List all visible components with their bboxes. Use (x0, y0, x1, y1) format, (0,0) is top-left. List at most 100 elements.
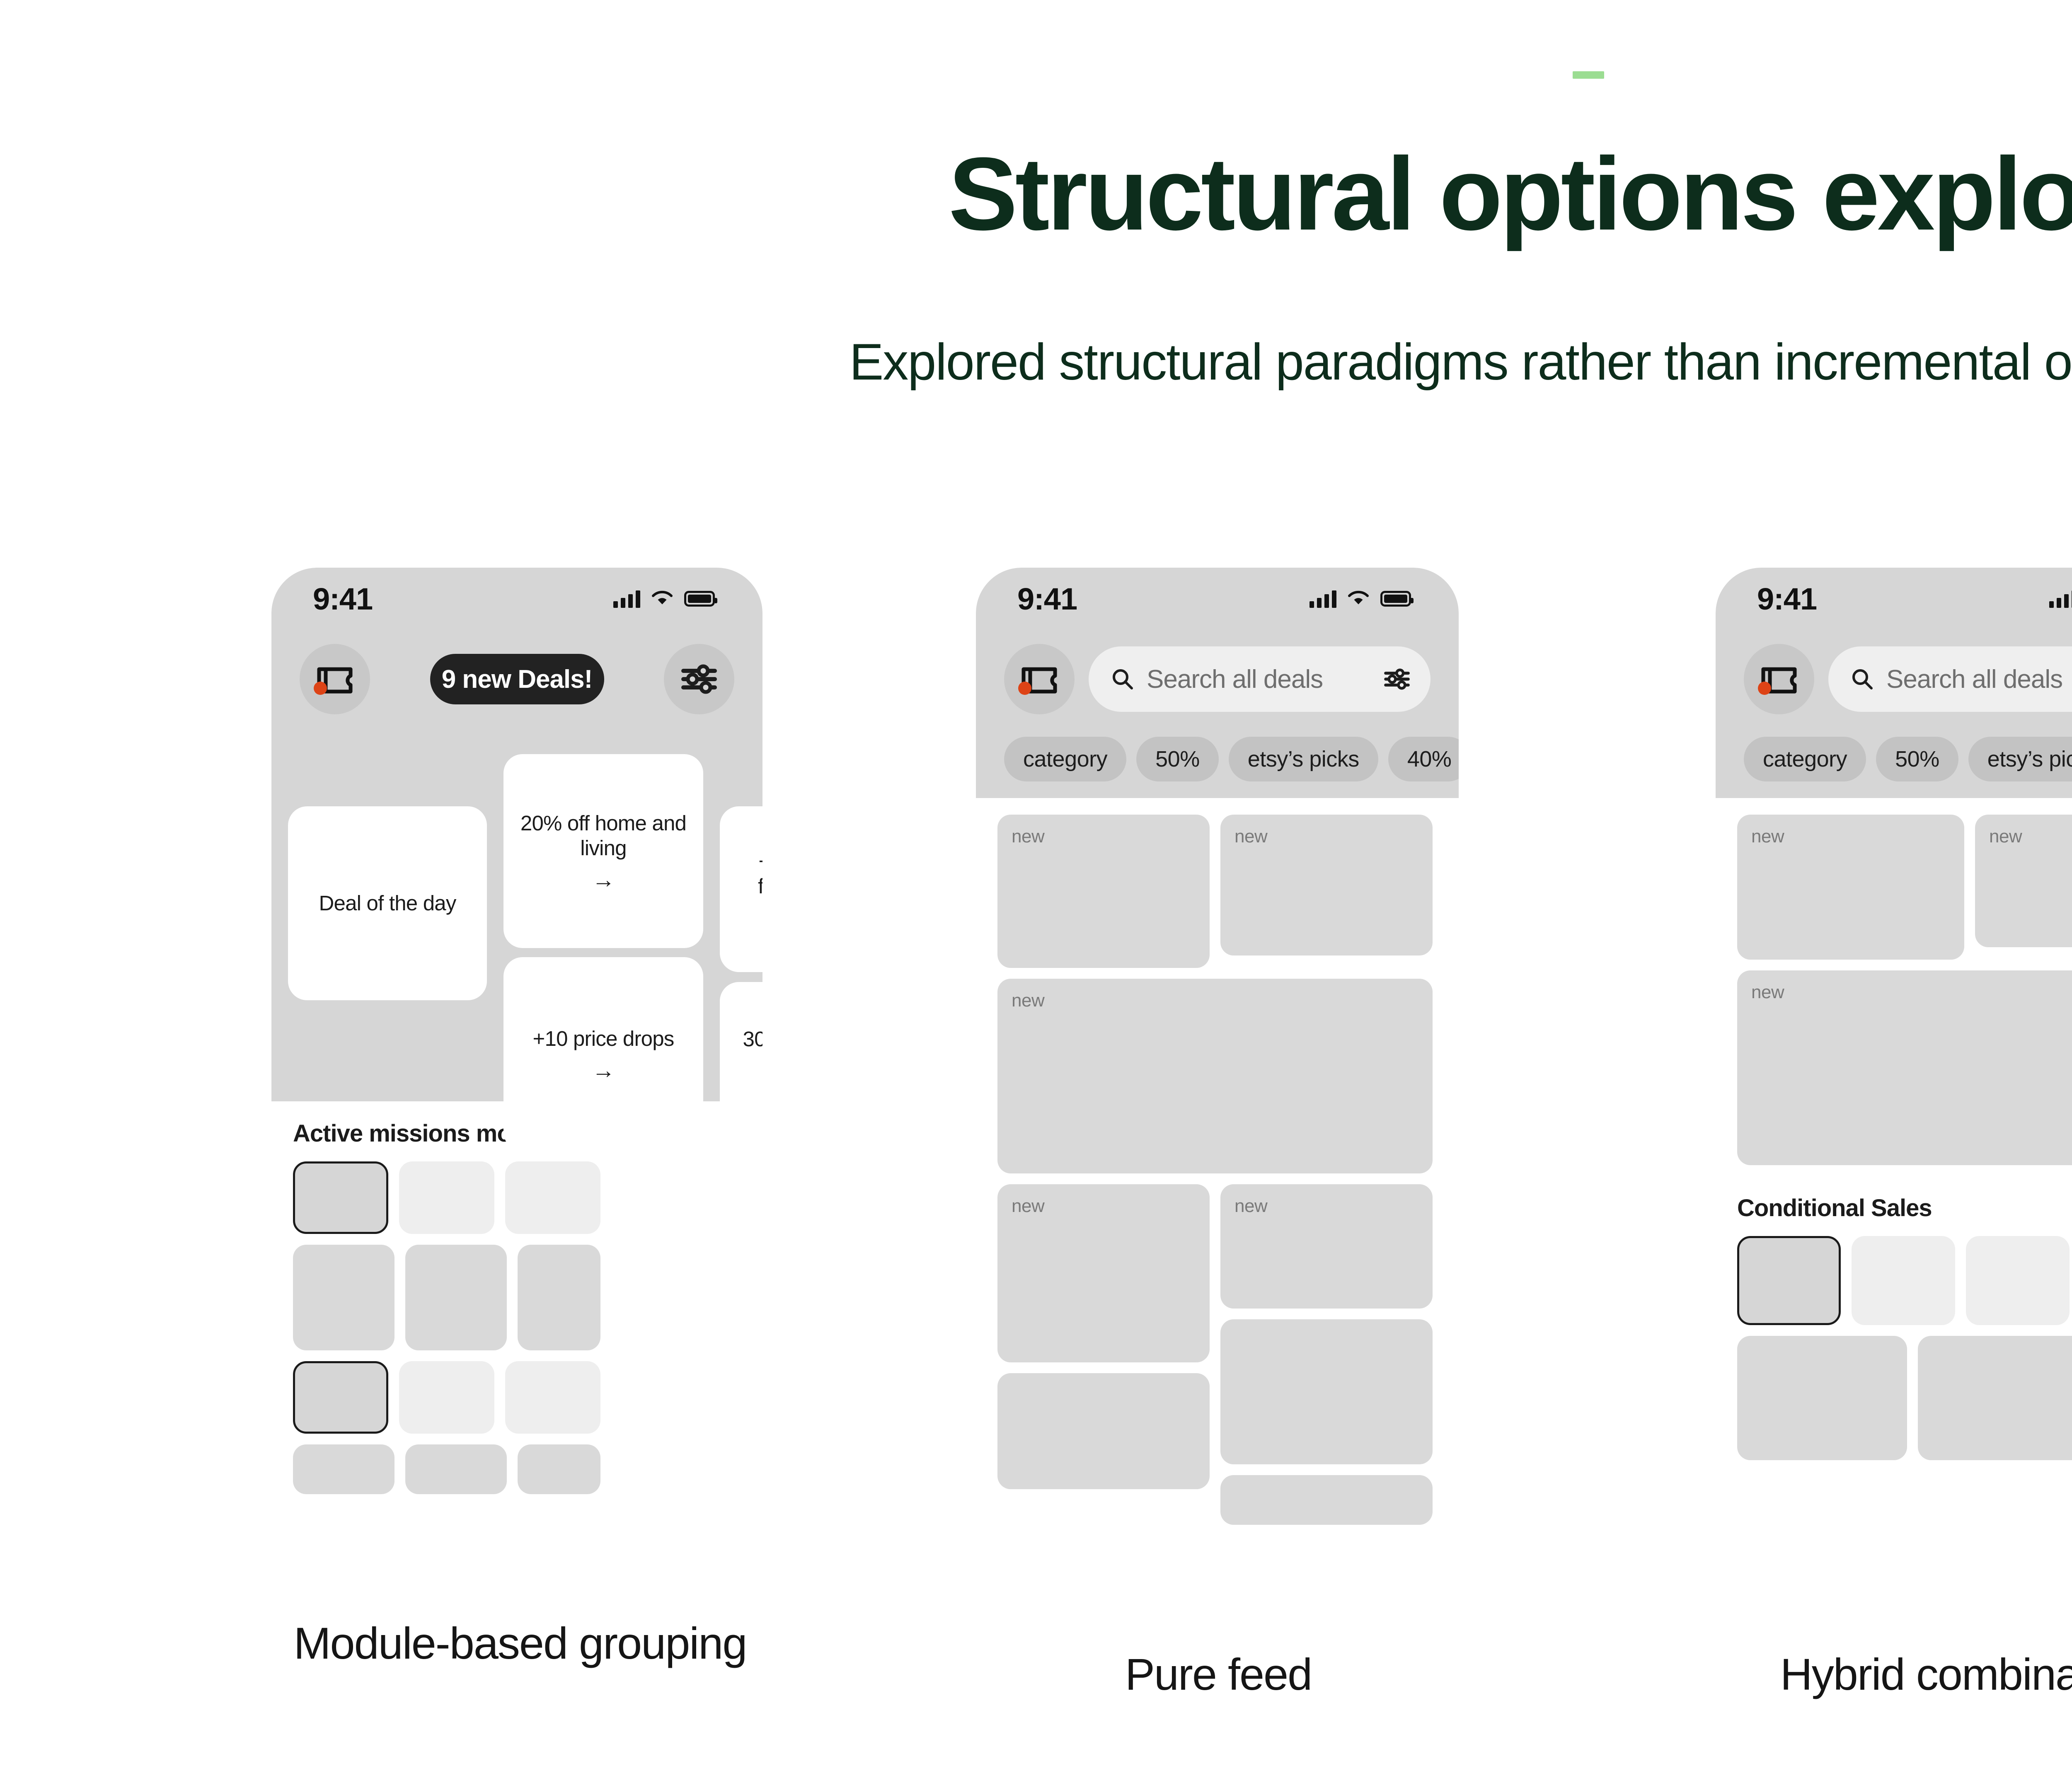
card-home-and-living[interactable]: 20% off home and living → (503, 754, 703, 948)
phone2-chrome: 9:41 (976, 568, 1459, 798)
chip-40[interactable]: 40% (1388, 737, 1459, 781)
feed-tile[interactable]: new (1220, 1184, 1433, 1309)
chip-50[interactable]: 50% (1136, 737, 1219, 781)
feed-col-left: new (997, 1184, 1210, 1489)
mission-tile-selected[interactable] (293, 1361, 388, 1434)
feed-row: new new (997, 815, 1437, 968)
status-clock: 9:41 (1757, 581, 1817, 616)
feed-tile-wide[interactable]: new (997, 979, 1433, 1173)
caption-hybrid-combination: Hybrid combination (1780, 1649, 2072, 1699)
chip-category[interactable]: category (1744, 737, 1866, 781)
search-icon (1851, 668, 1874, 691)
feed-tile[interactable] (1220, 1475, 1433, 1525)
missions-row-1 (293, 1161, 762, 1234)
tile-label: new (1989, 826, 2022, 847)
feed-tile[interactable] (1220, 1319, 1433, 1464)
mission-tile[interactable] (505, 1361, 600, 1434)
feed-3: new new new (1716, 798, 2072, 1165)
content-tile[interactable] (293, 1245, 395, 1350)
sliders-icon (680, 664, 718, 694)
content-tile[interactable] (405, 1444, 507, 1494)
status-bar-1: 9:41 (271, 568, 762, 630)
content-tile[interactable] (1918, 1336, 2072, 1460)
search-bar[interactable]: Search all deals (1089, 646, 1431, 712)
tile-label: new (1012, 990, 1045, 1011)
accent-bar (1573, 71, 1604, 79)
sale-tile[interactable] (1966, 1236, 2070, 1325)
status-bar-2: 9:41 (976, 568, 1459, 630)
missions-row-3 (293, 1361, 762, 1434)
feed-2: new new new new (976, 798, 1459, 1525)
phone2-action-row: Search all deals (976, 630, 1459, 737)
caption-module-based-grouping: Module-based grouping (293, 1618, 748, 1668)
phone1-action-row: 9 new Deals! (271, 630, 762, 737)
feed-tile[interactable] (997, 1373, 1210, 1489)
search-input[interactable]: Search all deals (1886, 665, 2063, 694)
card-shops-you-follow[interactable]: +3 shops you follow on sale → (720, 806, 762, 972)
status-indicators (1310, 590, 1414, 608)
feed-tile[interactable]: new (1220, 815, 1433, 955)
tile-label: new (1234, 826, 1268, 847)
battery-icon (684, 591, 717, 607)
search-input[interactable]: Search all deals (1147, 665, 1323, 694)
battery-icon (1380, 591, 1414, 607)
feed-tile[interactable]: new (997, 815, 1210, 968)
card-label: +10 price drops (533, 1026, 675, 1050)
tile-label: new (1012, 826, 1045, 847)
caption-pure-feed: Pure feed (1125, 1649, 1312, 1699)
filter-chip-row-2[interactable]: category 50% etsy’s picks 40% 30% ca (976, 737, 1459, 798)
feed-col-right: new (1220, 1184, 1433, 1525)
ticket-icon (313, 663, 356, 695)
content-tile[interactable] (518, 1444, 600, 1494)
chip-etsys-picks[interactable]: etsy’s picks (1228, 737, 1378, 781)
sale-tile-selected[interactable] (1737, 1236, 1841, 1325)
cellular-signal-icon (2049, 590, 2072, 608)
feed-tile[interactable]: new (1975, 815, 2072, 947)
coupons-button[interactable] (1744, 644, 1814, 714)
ticket-icon (1757, 663, 1801, 695)
mission-tile[interactable] (505, 1161, 600, 1234)
phone-frame-3: 9:41 (1716, 568, 2072, 1564)
mission-tile[interactable] (399, 1161, 494, 1234)
status-clock: 9:41 (313, 581, 373, 616)
coupons-button[interactable] (300, 644, 370, 714)
ticket-icon (1018, 663, 1061, 695)
missions-row-4 (293, 1444, 762, 1494)
section-title-conditional-sales: Conditional Sales (1737, 1195, 1932, 1222)
mission-tile-selected[interactable] (293, 1161, 388, 1234)
content-tile[interactable] (405, 1245, 507, 1350)
chip-etsys-picks[interactable]: etsy’s picks (1968, 737, 2072, 781)
coupons-button[interactable] (1004, 644, 1075, 714)
wifi-icon (651, 590, 673, 607)
option-hybrid-combination: 9:41 (1716, 568, 2072, 1564)
arrow-right-icon: → (592, 1057, 615, 1084)
new-deals-badge[interactable]: 9 new Deals! (430, 654, 604, 704)
card-jewellery[interactable]: 30% off jewellery → (720, 982, 762, 1127)
mission-tile[interactable] (399, 1361, 494, 1434)
feed-tile[interactable]: new (997, 1184, 1210, 1362)
status-indicators (2049, 590, 2072, 608)
feed-tile-wide[interactable]: new (1737, 970, 2072, 1165)
feed-row: new (1737, 970, 2072, 1165)
module-cards-area: Deal of the day 20% off home and living … (271, 737, 762, 1151)
card-deal-of-the-day[interactable]: Deal of the day (288, 806, 487, 1000)
sale-tile[interactable] (1852, 1236, 1955, 1325)
content-tile[interactable] (293, 1444, 395, 1494)
filters-button[interactable] (664, 644, 734, 714)
conditional-sales-skeleton (1716, 1236, 2072, 1460)
card-price-drops[interactable]: +10 price drops → (503, 957, 703, 1151)
search-bar[interactable]: Search all deals (1828, 646, 2072, 712)
chip-category[interactable]: category (1004, 737, 1127, 781)
feed-tile[interactable]: new (1737, 815, 1964, 960)
missions-row-2 (293, 1245, 762, 1350)
content-tile[interactable] (1737, 1336, 1907, 1460)
sliders-icon[interactable] (1383, 668, 1411, 690)
tile-label: new (1751, 826, 1784, 847)
search-icon (1111, 668, 1134, 691)
chip-50[interactable]: 50% (1876, 737, 1958, 781)
content-tile[interactable] (518, 1245, 600, 1350)
tile-label: new (1234, 1196, 1268, 1216)
tile-label: new (1751, 982, 1784, 1002)
filter-chip-row-3[interactable]: category 50% etsy’s picks 40% 30% ca (1716, 737, 2072, 798)
